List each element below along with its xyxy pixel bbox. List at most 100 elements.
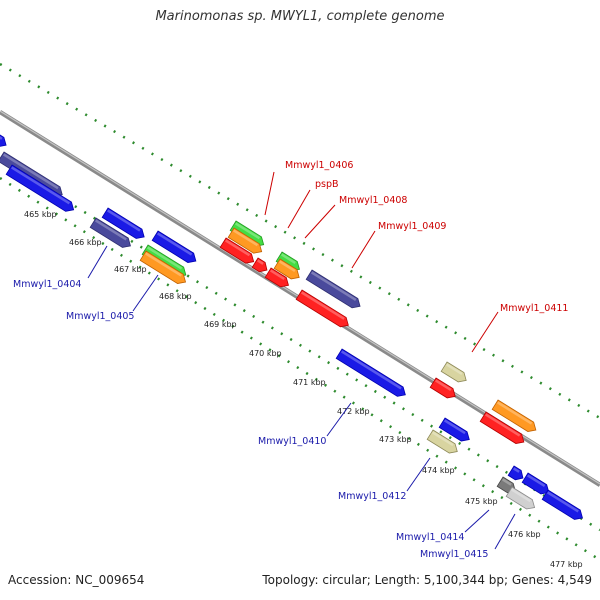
gene-features xyxy=(0,129,583,520)
gene-arrow-blue xyxy=(5,164,75,212)
label-leader-line xyxy=(287,189,311,229)
tick-label: 467 kbp xyxy=(114,265,147,274)
gene-arrow-navy xyxy=(305,269,361,309)
gene-arrow-body xyxy=(273,258,300,280)
tick-label: 468 kbp xyxy=(159,292,192,301)
label-leader-line xyxy=(326,402,352,437)
tick-label: 475 kbp xyxy=(465,497,498,506)
gene-arrow-shine xyxy=(341,350,402,390)
gene-arrow-shine xyxy=(11,166,71,205)
gene-arrow-body xyxy=(151,230,197,263)
gene-arrow-shine xyxy=(157,232,193,256)
gene-arrow-body xyxy=(507,465,524,481)
gene-arrow-shine xyxy=(435,379,452,392)
label-leader-line xyxy=(304,204,336,239)
gene-arrow-shine xyxy=(513,467,520,473)
gene-arrow-body xyxy=(101,207,145,239)
tick-label: 466 kbp xyxy=(69,238,102,247)
gene-arrow-body xyxy=(505,486,536,510)
gene-arrow-body xyxy=(541,489,583,520)
gene-arrow-shine xyxy=(281,253,296,264)
gene-arrow-shine xyxy=(311,271,357,301)
gene-arrow-shine xyxy=(145,252,182,277)
gene-arrow-shine xyxy=(270,269,285,280)
gene-arrow-body xyxy=(139,250,187,284)
gene-arrow-shine xyxy=(511,488,532,503)
gene-arrow-shine xyxy=(3,153,59,190)
gene-arrow-body xyxy=(0,129,7,148)
gene-arrow-blue xyxy=(0,129,7,148)
gene-arrow-blue xyxy=(541,489,583,520)
gene-arrow-blue xyxy=(507,465,524,481)
gene-arrow-blue xyxy=(101,207,145,239)
gene-arrow-body xyxy=(426,429,458,454)
gene-arrow-shine xyxy=(95,219,127,241)
gene-arrow-shine xyxy=(257,259,264,265)
gene-arrow-orange xyxy=(491,399,537,432)
gene-labels: Mmwyl1_0406pspBMmwyl1_0408Mmwyl1_0409Mmw… xyxy=(13,160,568,560)
gene-arrow-shine xyxy=(279,260,296,273)
tick-label: 476 kbp xyxy=(508,530,541,539)
gene-arrow-red xyxy=(429,377,456,399)
gene-arrow-navy xyxy=(89,217,131,248)
lower-gene-label: Mmwyl1_0405 xyxy=(66,311,134,322)
gene-arrow-body xyxy=(264,267,289,288)
gene-arrow-body xyxy=(491,399,537,432)
gene-arrow-shine xyxy=(444,419,466,435)
gene-arrow-silver xyxy=(505,486,536,510)
gene-arrow-shine xyxy=(497,401,533,425)
gene-arrow-body xyxy=(227,227,263,254)
gene-arrow-body xyxy=(429,377,456,399)
gene-arrow-orange xyxy=(227,227,263,254)
gene-arrow-shine xyxy=(446,363,463,376)
gene-arrow-shine xyxy=(233,229,259,247)
lower-gene-label: Mmwyl1_0410 xyxy=(258,436,326,447)
accession-text: Accession: NC_009654 xyxy=(8,573,145,587)
tick-label: 469 kbp xyxy=(204,320,237,329)
dotted-guide-line xyxy=(0,176,600,562)
tick-label: 470 kbp xyxy=(249,349,282,358)
gene-arrow-shine xyxy=(225,239,251,257)
tick-label: 474 kbp xyxy=(422,466,455,475)
gene-arrow-blue xyxy=(151,230,197,263)
gene-arrow-body xyxy=(479,411,525,444)
label-leader-line xyxy=(264,171,275,216)
gene-arrow-body xyxy=(295,289,349,328)
lower-gene-label: Mmwyl1_0414 xyxy=(396,532,464,543)
gene-arrow-red xyxy=(251,257,268,273)
gene-arrow-khaki xyxy=(440,361,467,383)
gene-arrow-blue xyxy=(521,472,550,495)
label-leader-line xyxy=(351,230,376,269)
lower-gene-label: Mmwyl1_0415 xyxy=(420,549,488,560)
upper-gene-label: Mmwyl1_0406 xyxy=(285,160,353,171)
label-leader-line xyxy=(464,509,490,533)
upper-gene-label: Mmwyl1_0411 xyxy=(500,303,568,314)
upper-gene-label: pspB xyxy=(315,179,339,190)
gene-arrow-body xyxy=(521,472,550,495)
gene-arrow-shine xyxy=(485,413,521,437)
genome-summary-text: Topology: circular; Length: 5,100,344 bp… xyxy=(262,573,592,587)
gene-arrow-body xyxy=(219,237,255,264)
gene-arrow-red xyxy=(264,267,289,288)
gene-arrow-shine xyxy=(107,209,141,232)
lower-gene-label: Mmwyl1_0404 xyxy=(13,279,81,290)
gene-arrow-body xyxy=(440,361,467,383)
label-leader-line xyxy=(406,457,431,492)
tick-label: 477 kbp xyxy=(550,560,583,569)
upper-gene-label: Mmwyl1_0408 xyxy=(339,195,407,206)
gene-arrow-shine xyxy=(147,246,183,270)
gene-arrow-body xyxy=(251,257,268,273)
lower-gene-label: Mmwyl1_0412 xyxy=(338,491,406,502)
gene-arrow-shine xyxy=(547,491,579,513)
gene-arrow-orange xyxy=(139,250,187,284)
gene-arrow-red xyxy=(219,237,255,264)
gene-arrow-body xyxy=(438,417,470,442)
gene-arrow-body xyxy=(305,269,361,309)
gene-arrow-shine xyxy=(301,291,345,320)
gene-arrow-body xyxy=(5,164,75,212)
gene-arrow-khaki xyxy=(426,429,458,454)
gene-arrow-shine xyxy=(235,222,261,240)
label-leader-line xyxy=(132,274,159,312)
